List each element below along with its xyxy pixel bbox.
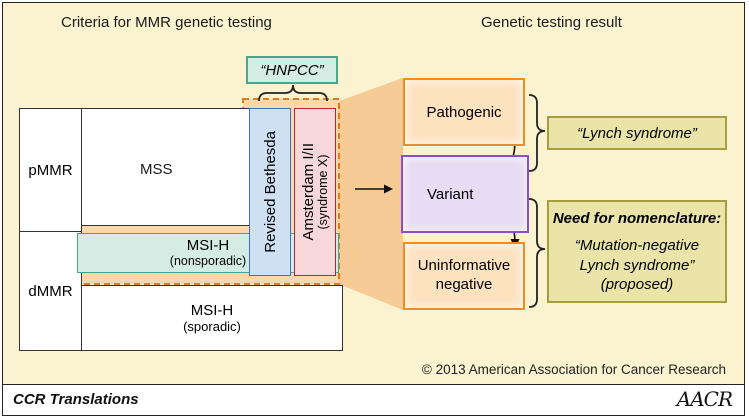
bethesda-label: Revised Bethesda	[261, 131, 279, 253]
nomenclature-line3: (proposed)	[600, 276, 674, 293]
bethesda-column: Revised Bethesda	[249, 108, 291, 276]
dmmr-label: dMMR	[28, 282, 73, 300]
hnpcc-label: “HNPCC”	[246, 56, 338, 84]
lynch-label: “Lynch syndrome”	[577, 124, 697, 142]
header-criteria: Criteria for MMR genetic testing	[61, 14, 272, 31]
hnpcc-brace	[258, 84, 328, 102]
amsterdam-column: Amsterdam I/II (syndrome X)	[294, 108, 336, 276]
pathogenic-box: Pathogenic	[403, 78, 525, 146]
variant-label: Variant	[427, 185, 474, 203]
uninformative-line2: negative	[435, 276, 493, 293]
hnpcc-text: “HNPCC”	[260, 61, 324, 79]
msi-sporadic-cell: MSI-H (sporadic)	[81, 285, 343, 351]
brace-nomenclature	[528, 198, 546, 308]
amsterdam-text: Amsterdam I/II (syndrome X)	[299, 143, 330, 241]
pmmr-label: pMMR	[28, 161, 73, 179]
msi-sporadic-title: MSI-H	[190, 302, 234, 319]
header-results: Genetic testing result	[481, 14, 622, 31]
lynch-box: “Lynch syndrome”	[547, 116, 727, 150]
uninformative-line1: Uninformative	[417, 257, 511, 275]
nomenclature-box: Need for nomenclature: “Mutation-negativ…	[547, 200, 727, 303]
footer-bar: CCR Translations AACR	[3, 384, 744, 415]
brace-lynch	[528, 94, 546, 172]
nomenclature-title: Need for nomenclature:	[552, 209, 722, 227]
dmmr-cell: dMMR	[19, 231, 82, 351]
pathogenic-label: Pathogenic	[426, 103, 502, 121]
footer-title: CCR Translations	[13, 391, 139, 408]
zoom-connector	[339, 78, 403, 310]
mss-label: MSS	[140, 161, 173, 178]
uninformative-box: Uninformative negative	[403, 242, 525, 310]
msi-sporadic-subtitle: (sporadic)	[183, 319, 241, 334]
variant-box: Variant	[401, 155, 529, 233]
nomenclature-line1: “Mutation-negative	[574, 237, 700, 254]
amsterdam-title: Amsterdam I/II	[299, 143, 317, 241]
aacr-logo: AACR	[676, 387, 733, 411]
pmmr-cell: pMMR	[19, 108, 82, 232]
copyright-text: © 2013 American Association for Cancer R…	[421, 362, 726, 377]
figure-frame: Criteria for MMR genetic testing Genetic…	[2, 2, 745, 416]
amsterdam-subtitle: (syndrome X)	[315, 154, 330, 230]
msi-nonsporadic-subtitle: (nonsporadic)	[169, 254, 247, 269]
msi-nonsporadic-title: MSI-H	[186, 237, 230, 255]
mss-cell: MSS	[81, 108, 251, 226]
nomenclature-line2: Lynch syndrome”	[579, 256, 695, 274]
